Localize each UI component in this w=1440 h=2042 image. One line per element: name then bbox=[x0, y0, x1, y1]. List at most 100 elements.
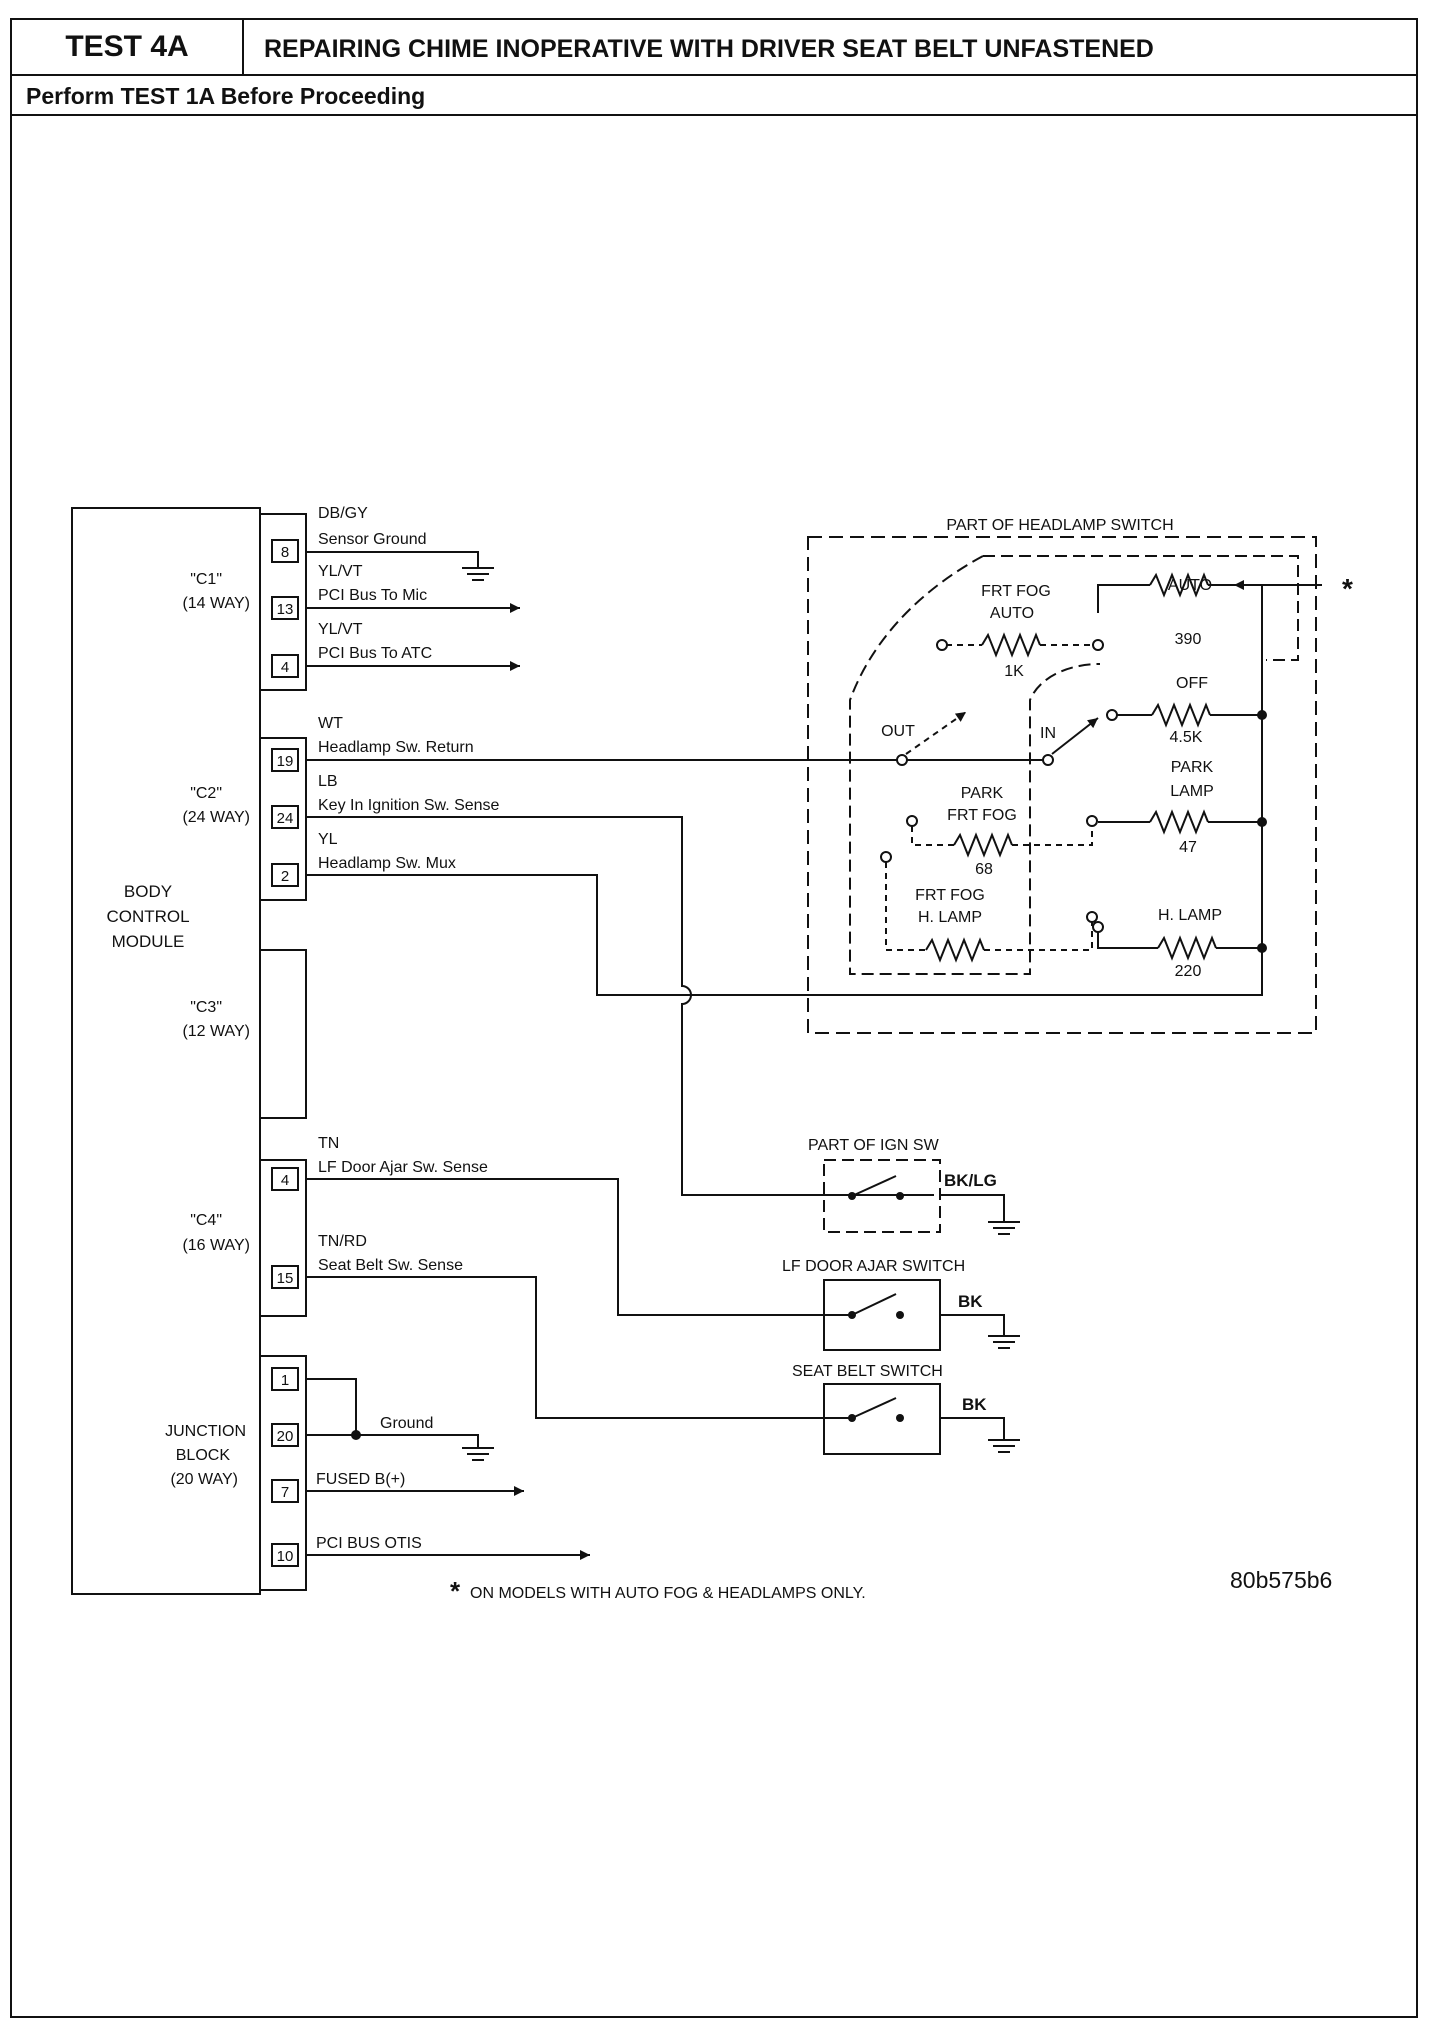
wire-auto-rail bbox=[1208, 584, 1263, 960]
junction-block-frame bbox=[260, 1355, 307, 1591]
footnote-asterisk: * bbox=[450, 1576, 461, 1606]
resistor-frt-fog-auto bbox=[981, 632, 1041, 658]
pin-box bbox=[271, 1543, 299, 1567]
wire-door-bk bbox=[940, 1314, 1005, 1336]
circuit-name: Key In Ignition Sw. Sense bbox=[318, 797, 500, 814]
wire-park-frt-fog bbox=[1012, 826, 1093, 846]
figure-id: 80b575b6 bbox=[1230, 1567, 1332, 1593]
circuit-name: Ground bbox=[380, 1415, 433, 1432]
terminal bbox=[1086, 815, 1098, 827]
test-title: REPAIRING CHIME INOPERATIVE WITH DRIVER … bbox=[264, 35, 1154, 63]
terminal bbox=[896, 754, 908, 766]
resistor-h-lamp bbox=[1157, 935, 1217, 961]
ground-symbol bbox=[988, 1335, 1020, 1349]
connector-ways: (12 WAY) bbox=[182, 1023, 250, 1040]
ground-symbol bbox=[462, 567, 494, 581]
door-switch-contact bbox=[851, 1293, 897, 1316]
wire-color: TN/RD bbox=[318, 1233, 367, 1250]
pin-number: 1 bbox=[281, 1372, 289, 1389]
connector-ways: (14 WAY) bbox=[182, 595, 250, 612]
connector-c4-frame bbox=[260, 1159, 307, 1317]
circuit-name: Headlamp Sw. Return bbox=[318, 739, 474, 756]
pin-number: 4 bbox=[281, 659, 289, 676]
prerequisite-note: Perform TEST 1A Before Proceeding bbox=[26, 83, 426, 109]
circuit-name: LF Door Ajar Sw. Sense bbox=[318, 1159, 488, 1176]
resistor-value: 4.5K bbox=[1170, 729, 1203, 746]
module-label: MODULE bbox=[112, 932, 185, 951]
pin-number: 19 bbox=[277, 753, 294, 770]
wire-ground bbox=[306, 1434, 479, 1448]
circuit-name: PCI BUS OTIS bbox=[316, 1535, 422, 1552]
test-id: TEST 4A bbox=[12, 20, 244, 74]
junction-dot bbox=[1257, 943, 1267, 953]
wire-pin1 bbox=[306, 1378, 357, 1435]
wire-headlamp-mux bbox=[306, 656, 1263, 996]
wire-bk-lg bbox=[940, 1194, 1005, 1222]
module-label: CONTROL bbox=[106, 907, 189, 926]
wire-color: DB/GY bbox=[318, 505, 368, 522]
switch-contact-dot bbox=[896, 1192, 904, 1200]
pin-number: 13 bbox=[277, 601, 294, 618]
circuit-name: FUSED B(+) bbox=[316, 1471, 405, 1488]
connector-ways: (24 WAY) bbox=[182, 809, 250, 826]
park-lamp-label: PARK bbox=[1171, 759, 1214, 776]
footnote: ON MODELS WITH AUTO FOG & HEADLAMPS ONLY… bbox=[470, 1585, 866, 1602]
out-label: OUT bbox=[881, 723, 915, 740]
frt-fog-h-lamp-label: FRT FOG bbox=[915, 887, 985, 904]
wire-color: LB bbox=[318, 773, 338, 790]
ground-symbol bbox=[988, 1221, 1020, 1235]
resistor-park-lamp bbox=[1149, 809, 1209, 835]
subheader-bar: Perform TEST 1A Before Proceeding bbox=[12, 76, 1416, 116]
terminal bbox=[1106, 709, 1118, 721]
resistor-value: 390 bbox=[1175, 631, 1202, 648]
circuit-name: PCI Bus To ATC bbox=[318, 645, 432, 662]
connector-name: BLOCK bbox=[176, 1447, 231, 1464]
h-lamp-label: H. LAMP bbox=[1158, 907, 1222, 924]
terminal bbox=[936, 639, 948, 651]
wire-color: TN bbox=[318, 1135, 339, 1152]
pin-number: 8 bbox=[281, 544, 289, 561]
ign-switch-title: PART OF IGN SW bbox=[808, 1137, 940, 1154]
switch-contact-dot bbox=[848, 1311, 856, 1319]
circuit-name: Headlamp Sw. Mux bbox=[318, 855, 456, 872]
in-label: IN bbox=[1040, 725, 1056, 742]
pin-box bbox=[271, 1423, 299, 1447]
terminal bbox=[1092, 639, 1104, 651]
resistor-park-frt-fog bbox=[953, 832, 1013, 858]
park-frt-fog-label: PARK bbox=[961, 785, 1004, 802]
switch-contact-dot bbox=[848, 1192, 856, 1200]
terminal bbox=[880, 851, 892, 863]
pin-box bbox=[271, 654, 299, 678]
wire-seat-belt bbox=[306, 1276, 850, 1419]
wire-h-lamp bbox=[1097, 932, 1158, 949]
resistor-value: 1K bbox=[1004, 663, 1024, 680]
terminal bbox=[1086, 911, 1098, 923]
switch-inner-dashed bbox=[849, 555, 1101, 975]
wire-color: BK bbox=[958, 1292, 983, 1311]
wire-color: YL/VT bbox=[318, 563, 363, 580]
resistor-value: 68 bbox=[975, 861, 993, 878]
park-frt-fog-label: FRT FOG bbox=[947, 807, 1017, 824]
wire-color: BK/LG bbox=[944, 1171, 997, 1190]
pin-number: 10 bbox=[277, 1548, 294, 1565]
resistor-value: 220 bbox=[1175, 963, 1202, 980]
park-lamp-label: LAMP bbox=[1170, 783, 1214, 800]
junction-dot bbox=[1257, 817, 1267, 827]
auto-label: AUTO bbox=[1168, 577, 1212, 594]
pin-box bbox=[271, 1479, 299, 1503]
pin-box bbox=[271, 1265, 299, 1289]
connector-name: "C2" bbox=[190, 785, 222, 802]
pin-box bbox=[271, 539, 299, 563]
connector-c1-frame bbox=[260, 513, 307, 691]
headlamp-switch-title: PART OF HEADLAMP SWITCH bbox=[946, 517, 1173, 534]
terminal bbox=[1092, 921, 1104, 933]
ign-switch-contact bbox=[851, 1175, 897, 1197]
header-bar: TEST 4A REPAIRING CHIME INOPERATIVE WITH… bbox=[12, 20, 1416, 76]
headlamp-switch-enclosure bbox=[807, 536, 1317, 1034]
wire-color: BK bbox=[962, 1395, 987, 1414]
frt-fog-auto-label: FRT FOG bbox=[981, 583, 1051, 600]
pin-box bbox=[271, 1167, 299, 1191]
belt-switch-title: SEAT BELT SWITCH bbox=[792, 1363, 943, 1380]
resistor-frt-fog-h-lamp bbox=[925, 937, 985, 963]
